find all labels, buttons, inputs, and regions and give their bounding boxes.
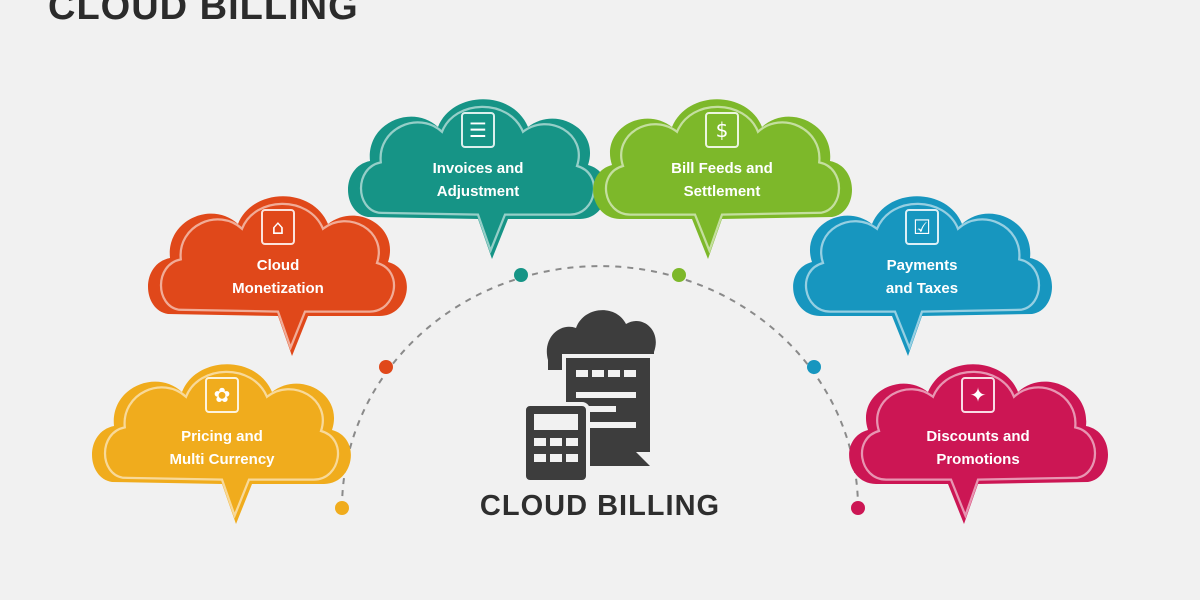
billing-calculator-document-icon — [522, 310, 656, 484]
connector-node — [851, 501, 865, 515]
connector-nodes — [335, 268, 865, 515]
cloud-label-pricing: Pricing and Multi Currency — [169, 428, 275, 468]
cloud-label-payments: Payments and Taxes — [885, 257, 959, 297]
center-label: CLOUD BILLING — [479, 490, 721, 522]
svg-text:☰: ☰ — [469, 118, 487, 142]
topic-clouds: ✿ ⌂ ☰ $ ☑ ✦ — [92, 99, 1108, 524]
connector-node — [807, 360, 821, 374]
connector-node — [379, 360, 393, 374]
pricing-tags-icon: ✿ — [205, 377, 239, 413]
cloud-label-discounts: Discounts and Promotions — [926, 428, 1030, 468]
page-title: CLOUD BILLING — [48, 0, 359, 28]
connector-node — [514, 268, 528, 282]
connector-node — [335, 501, 349, 515]
cloud-label-bill-feeds: Bill Feeds and Settlement — [671, 160, 773, 200]
svg-text:✦: ✦ — [970, 383, 987, 407]
cloud-label-invoices: Invoices and Adjustment — [432, 160, 524, 200]
cloud-label-monetization: Cloud Monetization — [232, 257, 324, 297]
payments-taxes-icon: ☑ — [905, 209, 939, 245]
svg-text:⌂: ⌂ — [272, 215, 285, 239]
connector-node — [672, 268, 686, 282]
svg-text:$: $ — [716, 118, 729, 142]
invoice-pen-icon: ☰ — [461, 112, 495, 148]
dollar-bill-document-icon: $ — [705, 112, 739, 148]
svg-text:✿: ✿ — [214, 383, 231, 407]
svg-text:☑: ☑ — [913, 215, 931, 239]
megaphone-icon: ✦ — [961, 377, 995, 413]
storefront-icon: ⌂ — [261, 209, 295, 245]
